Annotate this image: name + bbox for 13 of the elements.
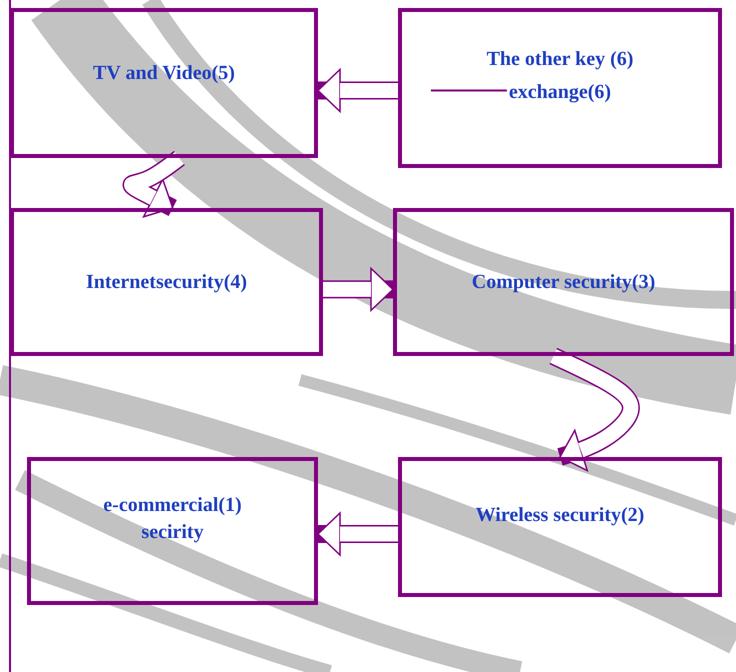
box-label: TV and Video(5) <box>93 60 235 86</box>
box-label: The other key (6) <box>486 47 634 72</box>
process-box <box>27 457 318 605</box>
process-box <box>10 208 323 356</box>
box-label: Internetsecurity(4) <box>86 270 248 294</box>
box-label: Computer security(3) <box>472 270 656 294</box>
process-box <box>10 8 318 158</box>
process-box <box>393 208 734 356</box>
process-box <box>398 457 722 597</box>
process-box <box>398 8 722 168</box>
box-label: Wireless security(2) <box>476 502 644 528</box>
box-label: e-commercial(1) secirity <box>102 493 243 545</box>
box-label: exchange(6) <box>508 80 612 105</box>
